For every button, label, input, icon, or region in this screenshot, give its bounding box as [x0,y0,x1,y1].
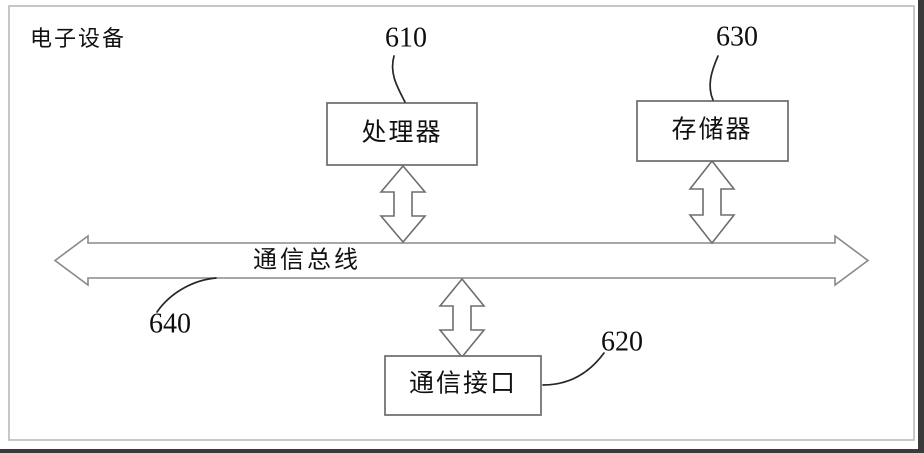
memory-label: 存储器 [671,116,752,144]
ref-630-label: 630 [716,21,758,52]
communication-interface-box [384,355,542,416]
electronic-device-title: 电子设备 [30,26,126,51]
ref-620-leader-line [542,352,605,386]
communication-interface-label: 通信接口 [409,370,517,398]
communication-bus-arrow [53,234,870,287]
memory-bus-connector-arrow [688,159,736,245]
page-right-edge-shadow [918,0,924,453]
communication-bus-label: 通信总线 [253,247,361,274]
memory-box [636,100,789,162]
ref-630-leader-line [709,55,719,101]
ref-610-label: 610 [385,22,427,53]
processor-bus-connector-arrow [379,164,427,244]
processor-label: 处理器 [361,119,442,147]
ref-610-leader-line [391,55,406,103]
processor-box [326,102,478,166]
ref-640-leader-line [156,277,217,313]
ref-620-label: 620 [601,326,643,357]
page-bottom-edge-shadow [0,449,924,453]
ref-640-label: 640 [149,308,191,339]
